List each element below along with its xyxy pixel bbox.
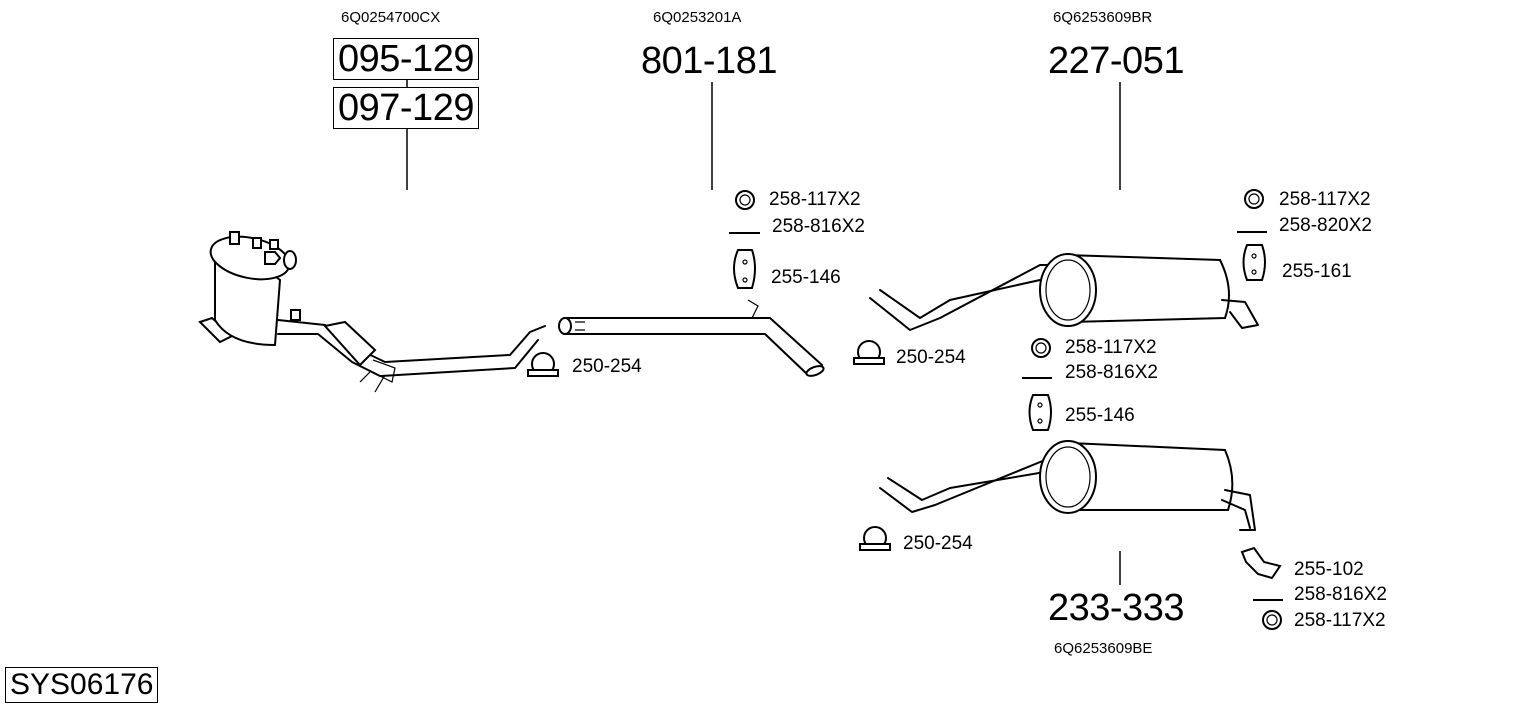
system-id-label: SYS06176 bbox=[5, 667, 159, 703]
hanger-label[interactable]: 255-146 bbox=[1065, 405, 1135, 426]
intermediate-pipe[interactable] bbox=[558, 299, 825, 378]
bolt-label[interactable]: 258-816X2 bbox=[772, 216, 865, 237]
clamp-label[interactable]: 250-254 bbox=[572, 356, 642, 377]
rubber-hanger-icon bbox=[733, 249, 756, 289]
hanger-label[interactable]: 255-161 bbox=[1282, 261, 1352, 282]
clamp-label[interactable]: 250-254 bbox=[903, 533, 973, 554]
clamp-label[interactable]: 250-254 bbox=[896, 347, 966, 368]
oem-number-dpf: 6Q0254700CX bbox=[341, 9, 441, 26]
washer-label[interactable]: 258-117X2 bbox=[769, 189, 861, 210]
washer-icon bbox=[735, 190, 755, 210]
part-number-095-129[interactable]: 095-129 bbox=[333, 38, 479, 80]
bracket-label[interactable]: 255-102 bbox=[1294, 559, 1364, 580]
oem-number-rear-silencer-twin: 6Q6253609BE bbox=[1054, 640, 1153, 657]
rubber-hanger-icon bbox=[1242, 244, 1266, 281]
washer-icon bbox=[1244, 189, 1264, 209]
clamp-icon bbox=[527, 352, 559, 377]
rear-silencer-twin[interactable] bbox=[879, 440, 1256, 531]
hanger-label[interactable]: 255-146 bbox=[771, 267, 841, 288]
rear-silencer-single[interactable] bbox=[869, 253, 1259, 331]
washer-label[interactable]: 258-117X2 bbox=[1065, 337, 1157, 358]
oem-number-rear-silencer: 6Q6253609BR bbox=[1053, 9, 1153, 26]
clamp-icon bbox=[859, 526, 891, 551]
part-number-097-129[interactable]: 097-129 bbox=[333, 87, 479, 129]
bolt-label[interactable]: 258-820X2 bbox=[1279, 215, 1372, 236]
washer-label[interactable]: 258-117X2 bbox=[1294, 610, 1386, 631]
bolt-label[interactable]: 258-816X2 bbox=[1065, 362, 1158, 383]
diesel-particulate-filter[interactable] bbox=[198, 230, 546, 393]
washer-label[interactable]: 258-117X2 bbox=[1279, 189, 1371, 210]
part-number-801-181[interactable]: 801-181 bbox=[641, 40, 777, 82]
part-number-227-051[interactable]: 227-051 bbox=[1048, 40, 1184, 82]
bolt-label[interactable]: 258-816X2 bbox=[1294, 584, 1387, 605]
bracket-icon bbox=[1240, 546, 1282, 580]
part-number-233-333[interactable]: 233-333 bbox=[1048, 587, 1184, 629]
rubber-hanger-icon bbox=[1028, 394, 1052, 431]
clamp-icon bbox=[853, 340, 885, 365]
washer-icon bbox=[1262, 610, 1282, 630]
washer-icon bbox=[1031, 338, 1051, 358]
oem-number-intermediate-pipe: 6Q0253201A bbox=[653, 9, 742, 26]
